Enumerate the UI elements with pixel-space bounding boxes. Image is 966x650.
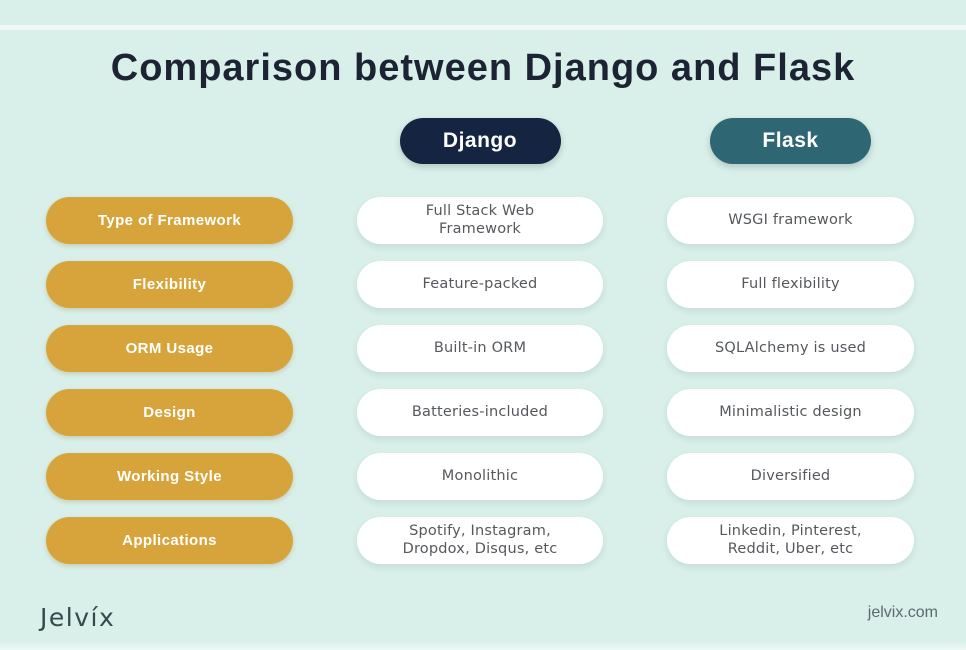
django-value-pill: Batteries-included	[357, 389, 603, 437]
comparison-grid: Type of Framework Full Stack Web Framewo…	[0, 197, 966, 565]
row-label-pill: Applications	[46, 517, 293, 565]
page-title: Comparison between Django and Flask	[110, 47, 856, 90]
django-value-pill: Monolithic	[357, 453, 603, 501]
bottom-edge-strip	[0, 640, 966, 650]
column-header-row: Django Flask	[0, 118, 966, 165]
row-label-pill: Flexibility	[46, 261, 293, 309]
row-label-pill: Working Style	[46, 453, 293, 501]
flask-header-pill: Flask	[710, 118, 871, 165]
top-edge-strip	[0, 25, 966, 31]
flask-value-pill: Minimalistic design	[667, 389, 914, 437]
header-spacer	[46, 118, 293, 164]
row-label-pill: Design	[46, 389, 293, 437]
django-header-cell: Django	[357, 118, 603, 165]
footer-website: jelvix.com	[867, 604, 938, 622]
flask-value-pill: Linkedin, Pinterest, Reddit, Uber, etc	[667, 517, 914, 565]
django-value-pill: Full Stack Web Framework	[357, 197, 603, 245]
django-value-pill: Feature-packed	[357, 261, 603, 309]
flask-value-pill: WSGI framework	[667, 197, 914, 245]
flask-value-pill: Diversified	[667, 453, 914, 501]
row-label-pill: Type of Framework	[46, 197, 293, 245]
jelvix-logo: Jelvíx	[40, 603, 116, 633]
django-header-pill: Django	[399, 118, 561, 165]
row-label-pill: ORM Usage	[46, 325, 293, 373]
django-value-pill: Built-in ORM	[357, 325, 603, 373]
flask-value-pill: Full flexibility	[667, 261, 914, 309]
flask-value-pill: SQLAlchemy is used	[667, 325, 914, 373]
django-value-pill: Spotify, Instagram, Dropdox, Disqus, etc	[357, 517, 603, 565]
flask-header-cell: Flask	[667, 118, 914, 165]
